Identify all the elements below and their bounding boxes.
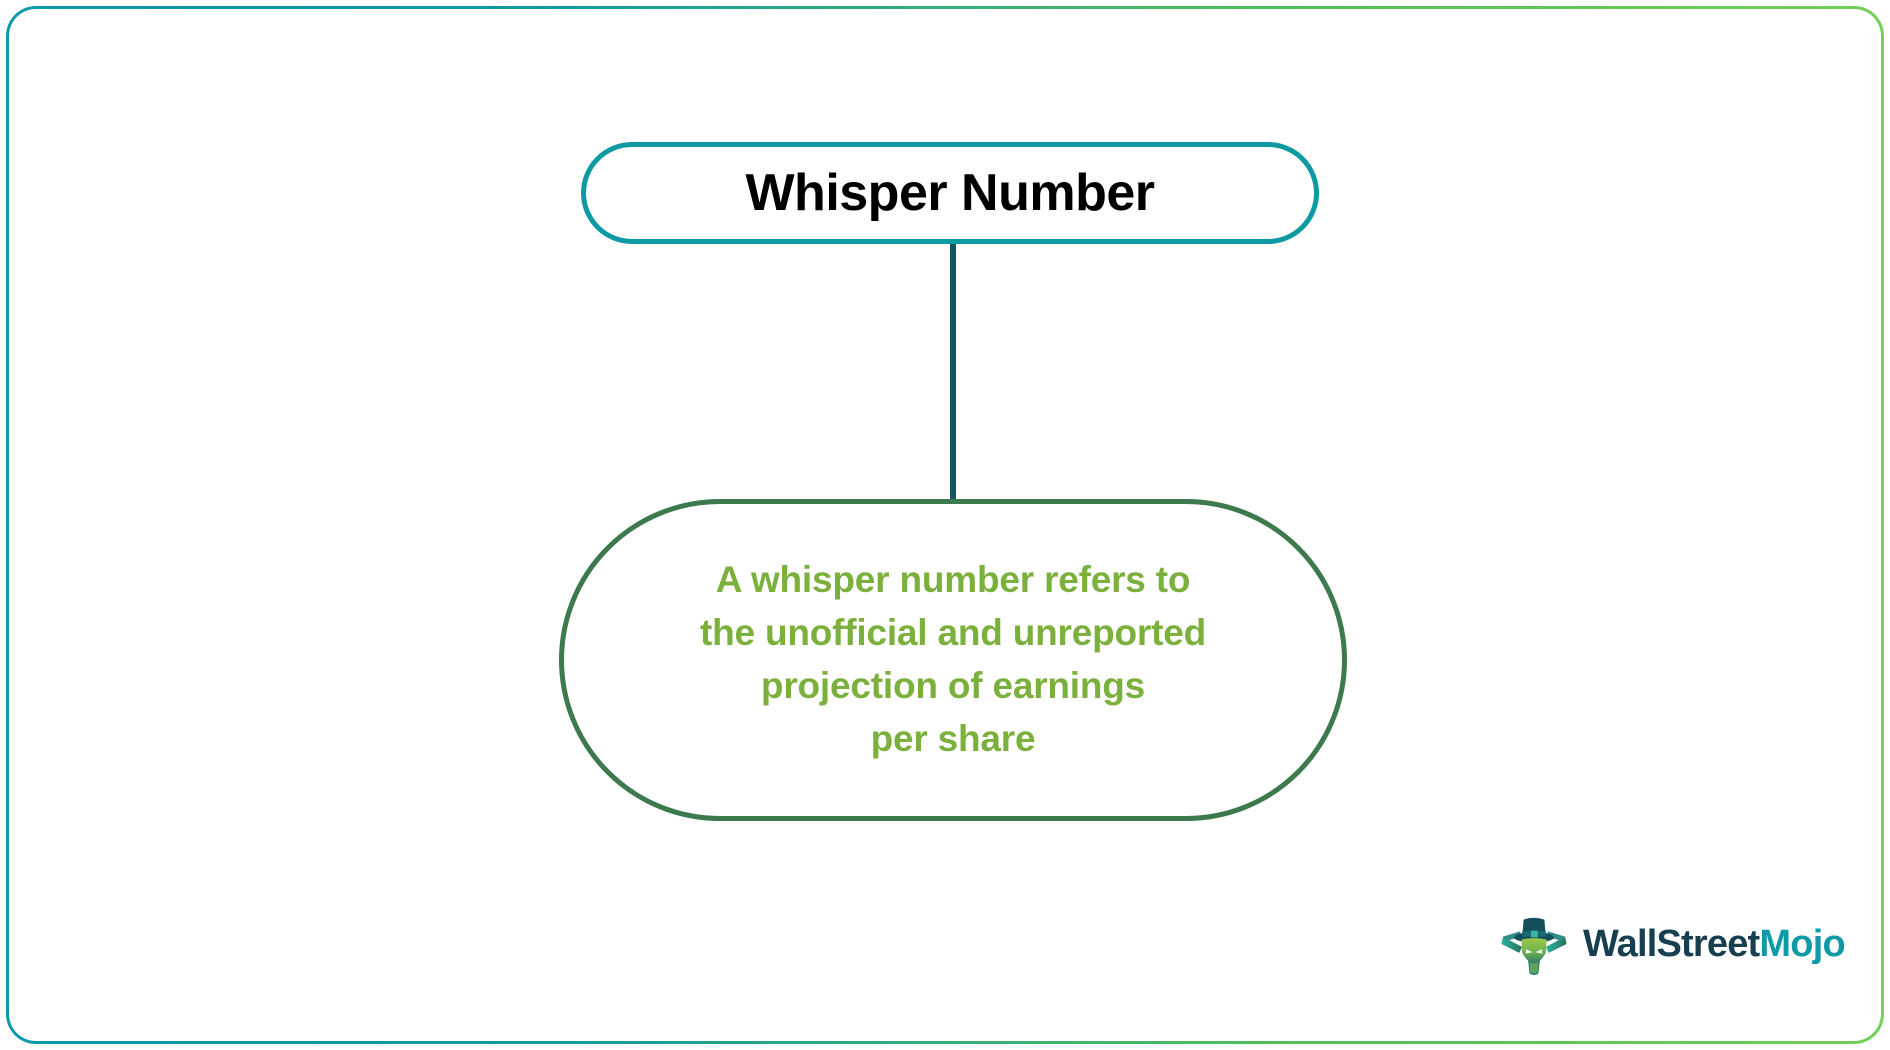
- diagram-canvas: Whisper Number A whisper number refers t…: [9, 9, 1881, 1041]
- node-body-label: A whisper number refers to the unofficia…: [603, 554, 1303, 766]
- gradient-frame: Whisper Number A whisper number refers t…: [6, 6, 1884, 1044]
- brand-text: WallStreetMojo: [1583, 923, 1846, 965]
- node-title-label: Whisper Number: [745, 164, 1155, 222]
- connector-line: [950, 198, 956, 508]
- brand-name-primary: WallStreet: [1583, 923, 1760, 965]
- node-body-line-1: A whisper number refers to: [715, 559, 1191, 601]
- brand-name-accent: Mojo: [1759, 923, 1845, 965]
- node-body-line-2: the unofficial and unreported: [699, 612, 1207, 654]
- node-body-line-4: per share: [870, 717, 1036, 759]
- wallstreetmojo-bull-icon: [1501, 917, 1567, 976]
- node-body-line-3: projection of earnings: [760, 665, 1146, 706]
- frame-inner: Whisper Number A whisper number refers t…: [9, 9, 1881, 1041]
- node-body[interactable]: A whisper number refers to the unofficia…: [559, 499, 1347, 821]
- brand-logo[interactable]: WallStreetMojo: [1497, 907, 1846, 981]
- node-title[interactable]: Whisper Number: [581, 142, 1319, 244]
